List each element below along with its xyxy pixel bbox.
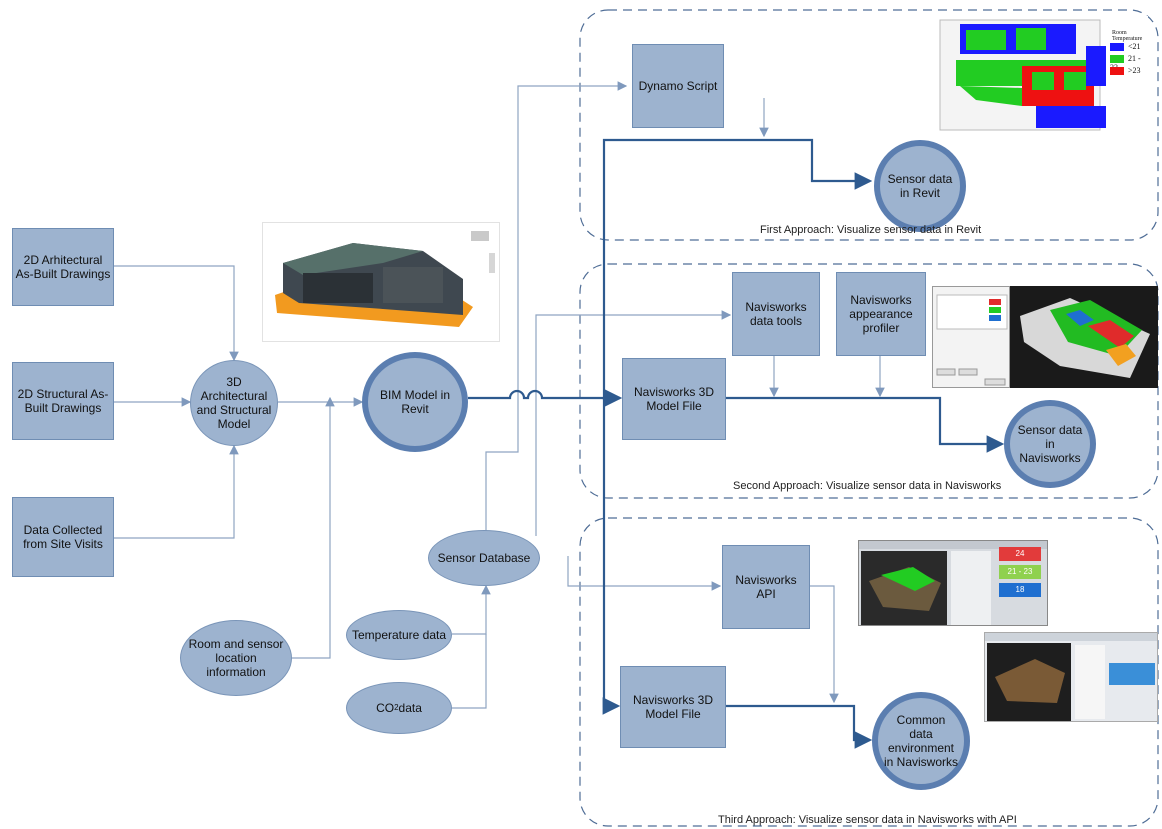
edge-temp-to-db: [452, 584, 491, 635]
group-label-third: Third Approach: Visualize sensor data in…: [718, 814, 1017, 826]
group-label-first: First Approach: Visualize sensor data in…: [760, 224, 982, 236]
edge-arch-to-model: [114, 265, 239, 362]
common-env-image: [984, 632, 1158, 722]
revit-legend-title: Room Temperature: [1112, 30, 1143, 42]
node-arch-drawings: 2D Arhitectural As-Built Drawings: [12, 228, 114, 306]
edge-api-to-flow: [810, 585, 839, 704]
node-3d-model: 3D Architectural and Structural Model: [190, 360, 278, 446]
node-nw-profiler: Navisworks appearance profiler: [836, 272, 926, 356]
co2-suffix: data: [398, 701, 422, 715]
edge-db-to-datatools: [535, 310, 732, 536]
co2-text: CO: [376, 701, 395, 715]
group-frame-third: [579, 517, 1159, 827]
node-dynamo-script: Dynamo Script: [632, 44, 724, 128]
node-nw-model-1: Navisworks 3D Model File: [622, 358, 726, 440]
edge-db-to-api: [567, 556, 722, 591]
node-nw-api: Navisworks API: [722, 545, 810, 629]
node-temperature-data: Temperature data: [346, 610, 452, 660]
edge-main-to-revit: [602, 138, 873, 400]
revit-legend-item-3: >23: [1110, 66, 1141, 76]
edge-nwmodel-to-sensor: [726, 396, 1005, 453]
edge-site-to-model: [114, 444, 239, 539]
edge-co2-to-db: [452, 634, 487, 709]
node-sensor-navisworks: Sensor data in Navisworks: [1004, 400, 1096, 488]
node-nw-model-2: Navisworks 3D Model File: [620, 666, 726, 748]
co2-subscript: 2: [394, 703, 399, 712]
navisworks-api-image: 24 21 - 23 18: [858, 540, 1048, 626]
profiler-dialog-image: [932, 286, 1010, 388]
edge-bim-to-nwmodel: [468, 389, 623, 407]
navisworks-model-image: [1010, 286, 1158, 388]
edge-main-to-nwmodel2: [602, 398, 621, 715]
group-frame-second: [579, 263, 1159, 499]
revit-legend-item-1: <21: [1110, 42, 1141, 52]
api-value-low: 18: [999, 583, 1041, 597]
edge-nwmodel2-to-common: [726, 704, 873, 749]
edge-room-to-flow: [292, 396, 335, 659]
node-sensor-revit: Sensor data in Revit: [874, 140, 966, 232]
node-room-sensor: Room and sensor location information: [180, 620, 292, 696]
node-nw-data-tools: Navisworks data tools: [732, 272, 820, 356]
node-struct-drawings: 2D Structural As-Built Drawings: [12, 362, 114, 440]
node-common-env: Common data environment in Navisworks: [872, 692, 970, 790]
node-sensor-database: Sensor Database: [428, 530, 540, 586]
api-value-mid: 21 - 23: [999, 565, 1041, 579]
node-bim-model: BIM Model in Revit: [362, 352, 468, 452]
bim-building-image: [262, 222, 500, 342]
revit-floorplan-image: Room Temperature <21 21 - 23 >23: [936, 16, 1148, 134]
node-site-visits: Data Collected from Site Visits: [12, 497, 114, 577]
group-frame-first: [579, 9, 1159, 241]
edge-db-to-dynamo: [485, 81, 628, 532]
group-label-second: Second Approach: Visualize sensor data i…: [733, 480, 1002, 492]
api-value-high: 24: [999, 547, 1041, 561]
